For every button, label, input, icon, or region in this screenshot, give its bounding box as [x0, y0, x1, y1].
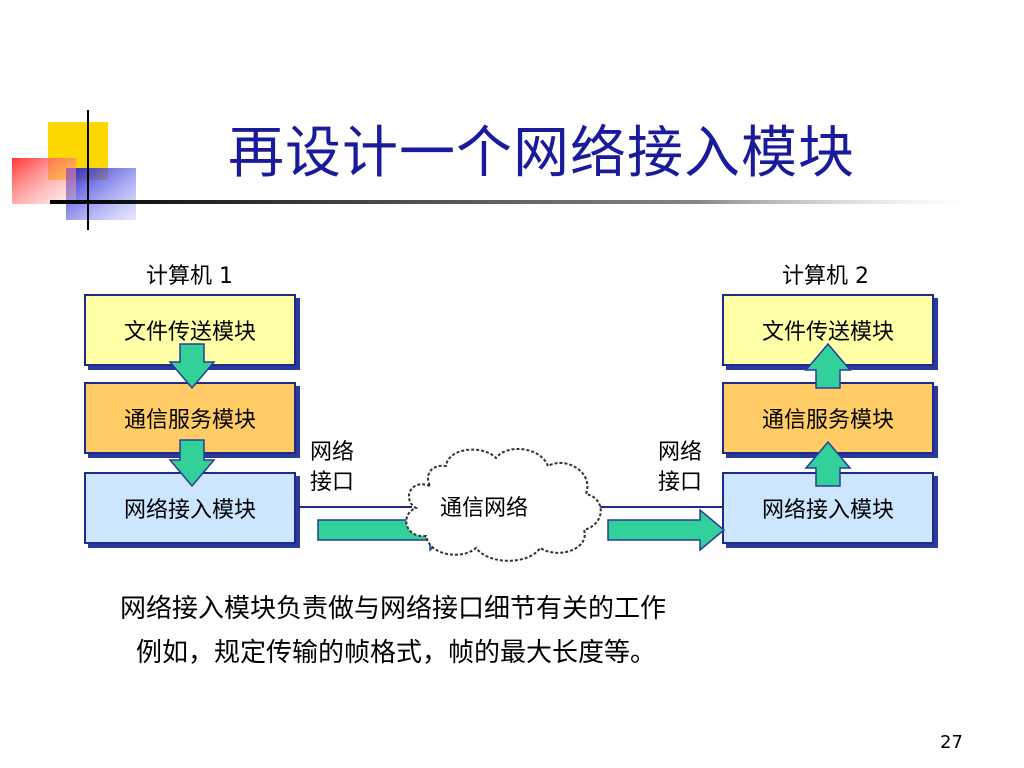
- module-label: 通信服务模块: [761, 408, 894, 433]
- down-arrow-1: [168, 343, 216, 390]
- computer2-label: 计算机 2: [782, 264, 869, 289]
- interface-label-line2: 接口: [657, 470, 702, 495]
- network-cloud: [405, 447, 602, 562]
- up-arrow-1: [804, 342, 852, 389]
- interface-label-line1: 网络: [657, 440, 702, 465]
- interface-label-right: 网络 接口: [650, 438, 710, 498]
- right-arrow-right: [607, 508, 726, 552]
- module-label: 通信服务模块: [123, 408, 256, 433]
- description-line1: 网络接入模块负责做与网络接口细节有关的工作: [120, 594, 667, 624]
- computer1-label: 计算机 1: [146, 264, 233, 289]
- module-label: 文件传送模块: [761, 320, 894, 345]
- module-label: 网络接入模块: [761, 498, 894, 523]
- up-arrow-2: [804, 440, 852, 487]
- interface-label-left: 网络 接口: [302, 438, 362, 498]
- computer1-network-access-module: 网络接入模块: [84, 472, 296, 544]
- module-label: 文件传送模块: [123, 320, 256, 345]
- deco-blue-square: [66, 168, 136, 220]
- interface-label-line1: 网络: [309, 440, 354, 465]
- network-cloud-label: 通信网络: [440, 496, 529, 521]
- title-decoration: [12, 110, 970, 230]
- title-underline: [50, 200, 970, 204]
- module-label: 网络接入模块: [123, 498, 256, 523]
- down-arrow-2: [168, 439, 216, 488]
- description-line2: 例如，规定传输的帧格式，帧的最大长度等。: [136, 638, 657, 668]
- deco-red-square: [12, 158, 76, 204]
- interface-label-line2: 接口: [309, 470, 354, 495]
- page-title: 再设计一个网络接入模块: [228, 121, 855, 186]
- page-number: 27: [940, 732, 963, 753]
